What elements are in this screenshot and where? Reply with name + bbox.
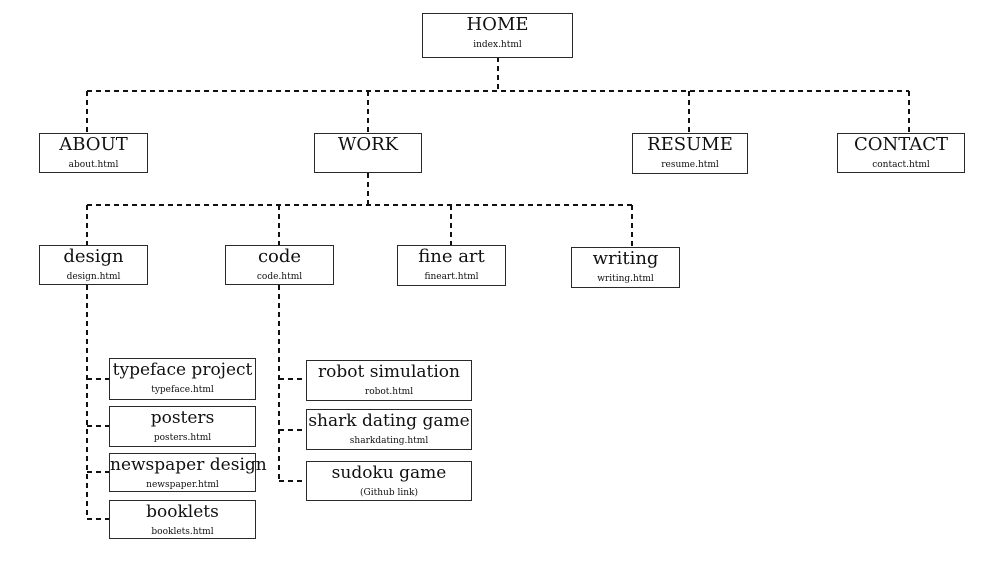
node-title: newspaper design	[110, 455, 267, 475]
node-filename: design.html	[66, 272, 121, 282]
node-filename: booklets.html	[151, 527, 214, 537]
node-typeface-project: typeface project typeface.html	[109, 358, 256, 400]
node-about: ABOUT about.html	[39, 133, 148, 173]
node-filename: contact.html	[872, 160, 930, 170]
node-title: robot simulation	[318, 362, 460, 382]
node-filename: sharkdating.html	[349, 436, 429, 446]
node-filename: resume.html	[661, 160, 719, 170]
node-filename: writing.html	[597, 274, 654, 284]
node-filename: robot.html	[364, 387, 414, 397]
node-shark-dating-game: shark dating game sharkdating.html	[306, 409, 472, 450]
node-filename: posters.html	[153, 433, 212, 443]
node-title: typeface project	[112, 360, 253, 380]
node-contact: CONTACT contact.html	[837, 133, 965, 173]
node-newspaper-design: newspaper design newspaper.html	[109, 453, 267, 492]
node-work: WORK	[314, 133, 422, 173]
node-title: WORK	[337, 134, 399, 155]
node-filename: typeface.html	[151, 385, 214, 395]
node-title: shark dating game	[308, 411, 470, 431]
node-filename: index.html	[473, 40, 522, 50]
node-filename: fineart.html	[424, 272, 479, 282]
node-title: RESUME	[647, 134, 733, 155]
node-booklets: booklets booklets.html	[109, 500, 256, 539]
node-code: code code.html	[225, 245, 334, 285]
node-fine-art: fine art fineart.html	[397, 245, 506, 286]
node-filename: about.html	[68, 160, 119, 170]
node-title: booklets	[146, 502, 219, 522]
node-filename: code.html	[256, 272, 303, 282]
node-title: writing	[592, 248, 659, 269]
node-design: design design.html	[39, 245, 148, 285]
node-title: HOME	[466, 14, 529, 35]
node-title: design	[63, 246, 124, 267]
node-title: ABOUT	[59, 134, 128, 155]
node-sudoku-game: sudoku game (Github link)	[306, 461, 472, 501]
node-posters: posters posters.html	[109, 406, 256, 447]
node-home: HOME index.html	[422, 13, 573, 58]
node-title: fine art	[418, 246, 485, 267]
node-title: posters	[150, 408, 215, 428]
node-filename: (Github link)	[360, 488, 418, 498]
node-title: sudoku game	[331, 463, 447, 483]
node-resume: RESUME resume.html	[632, 133, 748, 174]
node-title: CONTACT	[853, 134, 949, 155]
node-title: code	[257, 246, 302, 267]
node-filename: newspaper.html	[146, 480, 219, 490]
node-robot-simulation: robot simulation robot.html	[306, 360, 472, 401]
node-writing: writing writing.html	[571, 247, 680, 288]
